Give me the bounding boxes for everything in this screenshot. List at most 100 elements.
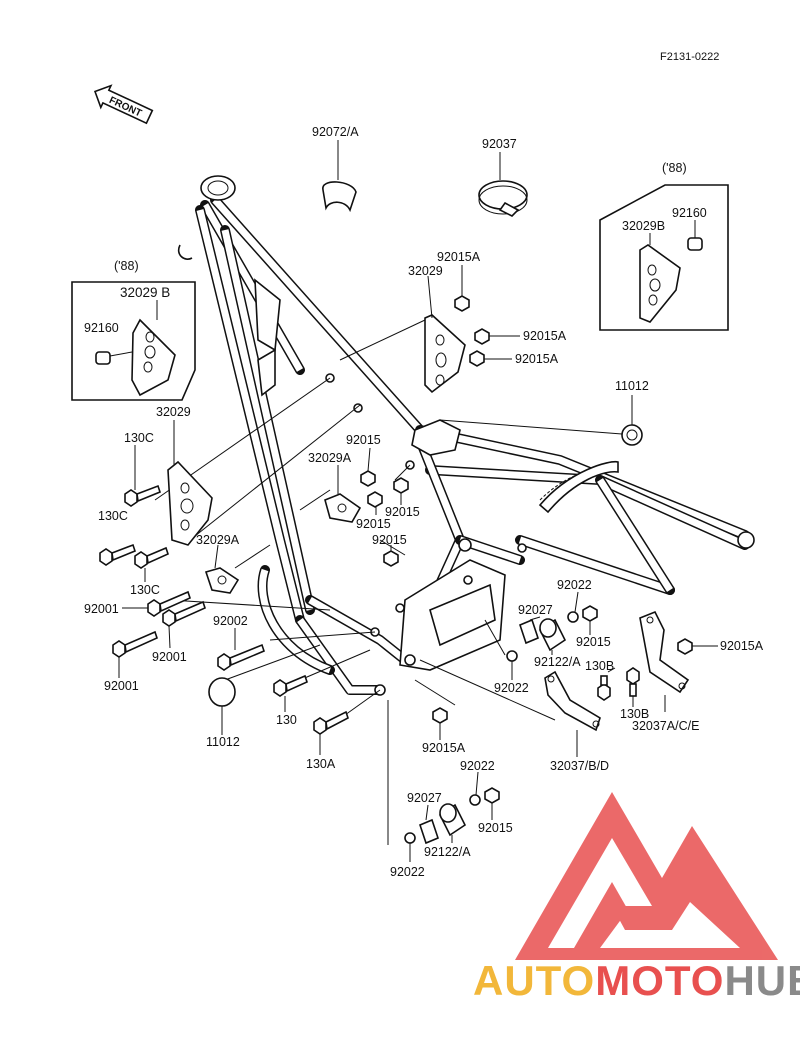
label-11012-right: 11012 (615, 379, 649, 393)
watermark-wordmark: AUTOMOTOHUB (473, 957, 800, 1004)
label-32029a-lower: 32029A (196, 533, 240, 547)
label-92122a-1: 92122/A (534, 655, 581, 669)
nut-92015-c2 (367, 491, 383, 508)
bolt-130b-2 (626, 667, 640, 697)
label-92022-4: 92022 (390, 865, 425, 879)
label-130b-1: 130B (585, 659, 614, 673)
front-arrow-icon: FRONT (93, 84, 154, 125)
nut-92015a-rr (677, 638, 693, 655)
inset-box-left (71, 281, 196, 401)
bracket-32029a-mid (324, 493, 362, 523)
label-92022-2: 92022 (494, 681, 529, 695)
label-92015-c3: 92015 (385, 505, 420, 519)
label-130a: 130A (306, 757, 336, 771)
label-92022-1: 92022 (557, 578, 592, 592)
label-32029b-right: 32029B (622, 219, 665, 233)
cap-11012-right (621, 424, 643, 446)
label-130c-3: 130C (130, 583, 160, 597)
label-92027-1: 92027 (518, 603, 553, 617)
label-92015a-r2: 92015A (515, 352, 559, 366)
bolt-92002 (217, 643, 265, 671)
label-11012-left: 11012 (206, 735, 240, 749)
label-130: 130 (276, 713, 297, 727)
label-32029-top: 32029 (408, 264, 443, 278)
watermark-auto: AUTO (473, 957, 595, 1004)
bushing-92122a-a (538, 618, 567, 652)
nut-92015-b (484, 787, 500, 804)
label-92122a-2: 92122/A (424, 845, 471, 859)
collar-92160-left (95, 351, 111, 365)
band-clamp-92037 (478, 180, 528, 217)
bracket-32037bd (544, 670, 601, 732)
label-92037: 92037 (482, 137, 517, 151)
label-32037ace: 32037A/C/E (632, 719, 699, 733)
label-year-left: ('88) (114, 259, 139, 273)
label-92015a-rr: 92015A (720, 639, 764, 653)
bolt-130c-3 (134, 546, 169, 569)
label-130c-2: 130C (98, 509, 128, 523)
bolt-130 (273, 674, 308, 697)
label-92015a-bottom: 92015A (422, 741, 466, 755)
label-92002: 92002 (213, 614, 248, 628)
label-92015a-top: 92015A (437, 250, 481, 264)
label-92001-2: 92001 (152, 650, 187, 664)
nut-92015a-bottom (432, 707, 448, 724)
washer-92022-d (404, 832, 416, 844)
diagram-code: F2131-0222 (660, 51, 719, 63)
nut-92015-c4 (383, 550, 399, 567)
nut-92015a-1 (454, 295, 470, 312)
collar-92160-right (687, 237, 703, 251)
nut-92015a-2 (474, 328, 490, 345)
label-92015-c4: 92015 (372, 533, 407, 547)
label-130b-2: 130B (620, 707, 649, 721)
cap-11012-left (208, 677, 236, 707)
svg-text:AUTOMOTOHUB: AUTOMOTOHUB (473, 957, 800, 1004)
collar-92027-a (519, 618, 539, 645)
label-92160-right: 92160 (672, 206, 707, 220)
bolt-130c-2 (99, 543, 136, 566)
label-92015-c2: 92015 (356, 517, 391, 531)
bushing-92122a-b (438, 803, 467, 837)
label-92015-b: 92015 (478, 821, 513, 835)
label-92027-2: 92027 (407, 791, 442, 805)
label-92001-1: 92001 (84, 602, 119, 616)
part-labels: 92072/A 92037 ('88) 32029B 92160 92015A … (84, 125, 764, 879)
label-92001-3: 92001 (104, 679, 139, 693)
label-32029-left: 32029 (156, 405, 191, 419)
main-frame (177, 175, 755, 696)
label-130c-1: 130C (124, 431, 154, 445)
inset-box-right (599, 184, 729, 331)
clamp-92072a (322, 181, 357, 213)
watermark-hub: HUB (724, 957, 800, 1004)
bolt-92001-1 (147, 590, 191, 617)
label-year-right: ('88) (662, 161, 687, 175)
bolt-130a (313, 710, 349, 735)
label-92072a: 92072/A (312, 125, 359, 139)
bolt-92001-2 (162, 600, 206, 627)
label-32029b-left: 32029 B (120, 285, 170, 300)
label-92160-left: 92160 (84, 321, 119, 335)
bracket-32029-top (424, 314, 466, 394)
label-92022-3: 92022 (460, 759, 495, 773)
collar-92027-b (419, 818, 439, 845)
bracket-32029-left (167, 460, 213, 546)
label-92015-c1: 92015 (346, 433, 381, 447)
nut-92015-r (582, 605, 598, 622)
bolt-130b-1 (597, 675, 611, 701)
bolt-92001-3 (112, 630, 158, 658)
label-92015a-r1: 92015A (523, 329, 567, 343)
nut-92015a-3 (469, 350, 485, 367)
watermark-logo-icon (515, 792, 778, 960)
bracket-32037ace (639, 610, 690, 694)
watermark-moto: MOTO (595, 957, 724, 1004)
label-32037bd: 32037/B/D (550, 759, 609, 773)
washer-92022-b (506, 650, 518, 662)
nut-92015-c1 (360, 470, 376, 487)
bracket-32029a-lower (204, 567, 240, 594)
leader-lines (154, 319, 636, 845)
washer-92022-c (469, 794, 481, 806)
label-32029a-mid: 32029A (308, 451, 352, 465)
bolt-130c-1 (124, 484, 161, 507)
nut-92015-c3 (393, 477, 409, 494)
